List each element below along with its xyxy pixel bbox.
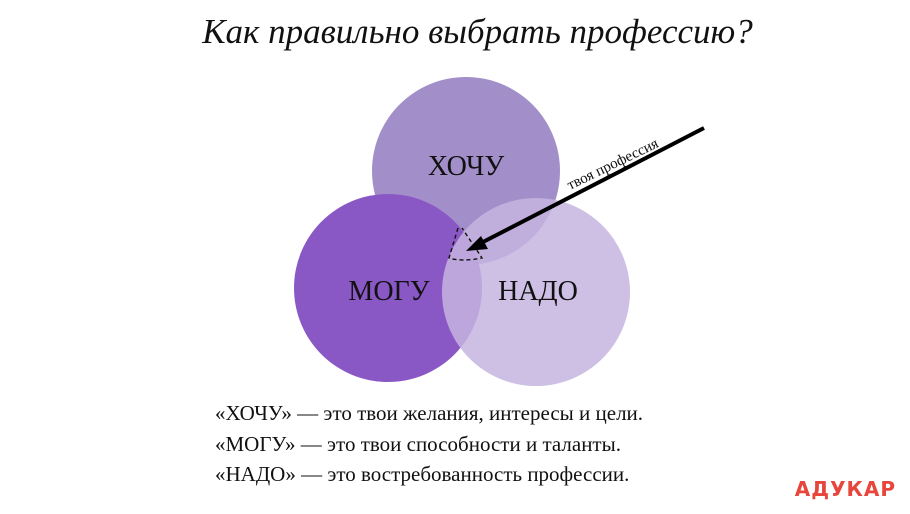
intersection-area	[448, 227, 484, 261]
arrow-line	[482, 126, 705, 244]
page-title: Как правильно выбрать профессию?	[202, 12, 753, 51]
arrow-label: твоя профессия	[565, 136, 661, 194]
legend-line-can: «МОГУ» — это твои способности и таланты.	[215, 431, 621, 456]
legend: «ХОЧУ» — это твои желания, интересы и це…	[215, 398, 643, 490]
circle-want-label: ХОЧУ	[428, 151, 505, 182]
legend-line-want: «ХОЧУ» — это твои желания, интересы и це…	[215, 401, 644, 425]
arrow-head-icon	[466, 236, 488, 251]
circle-can	[294, 194, 482, 382]
brand-logo: АДУКАР	[794, 477, 896, 501]
circle-need	[442, 198, 630, 386]
circle-need-label: НАДО	[498, 276, 578, 307]
legend-line-need: «НАДО» — это востребованность профессии.	[215, 462, 630, 486]
circle-can-label: МОГУ	[348, 276, 429, 307]
